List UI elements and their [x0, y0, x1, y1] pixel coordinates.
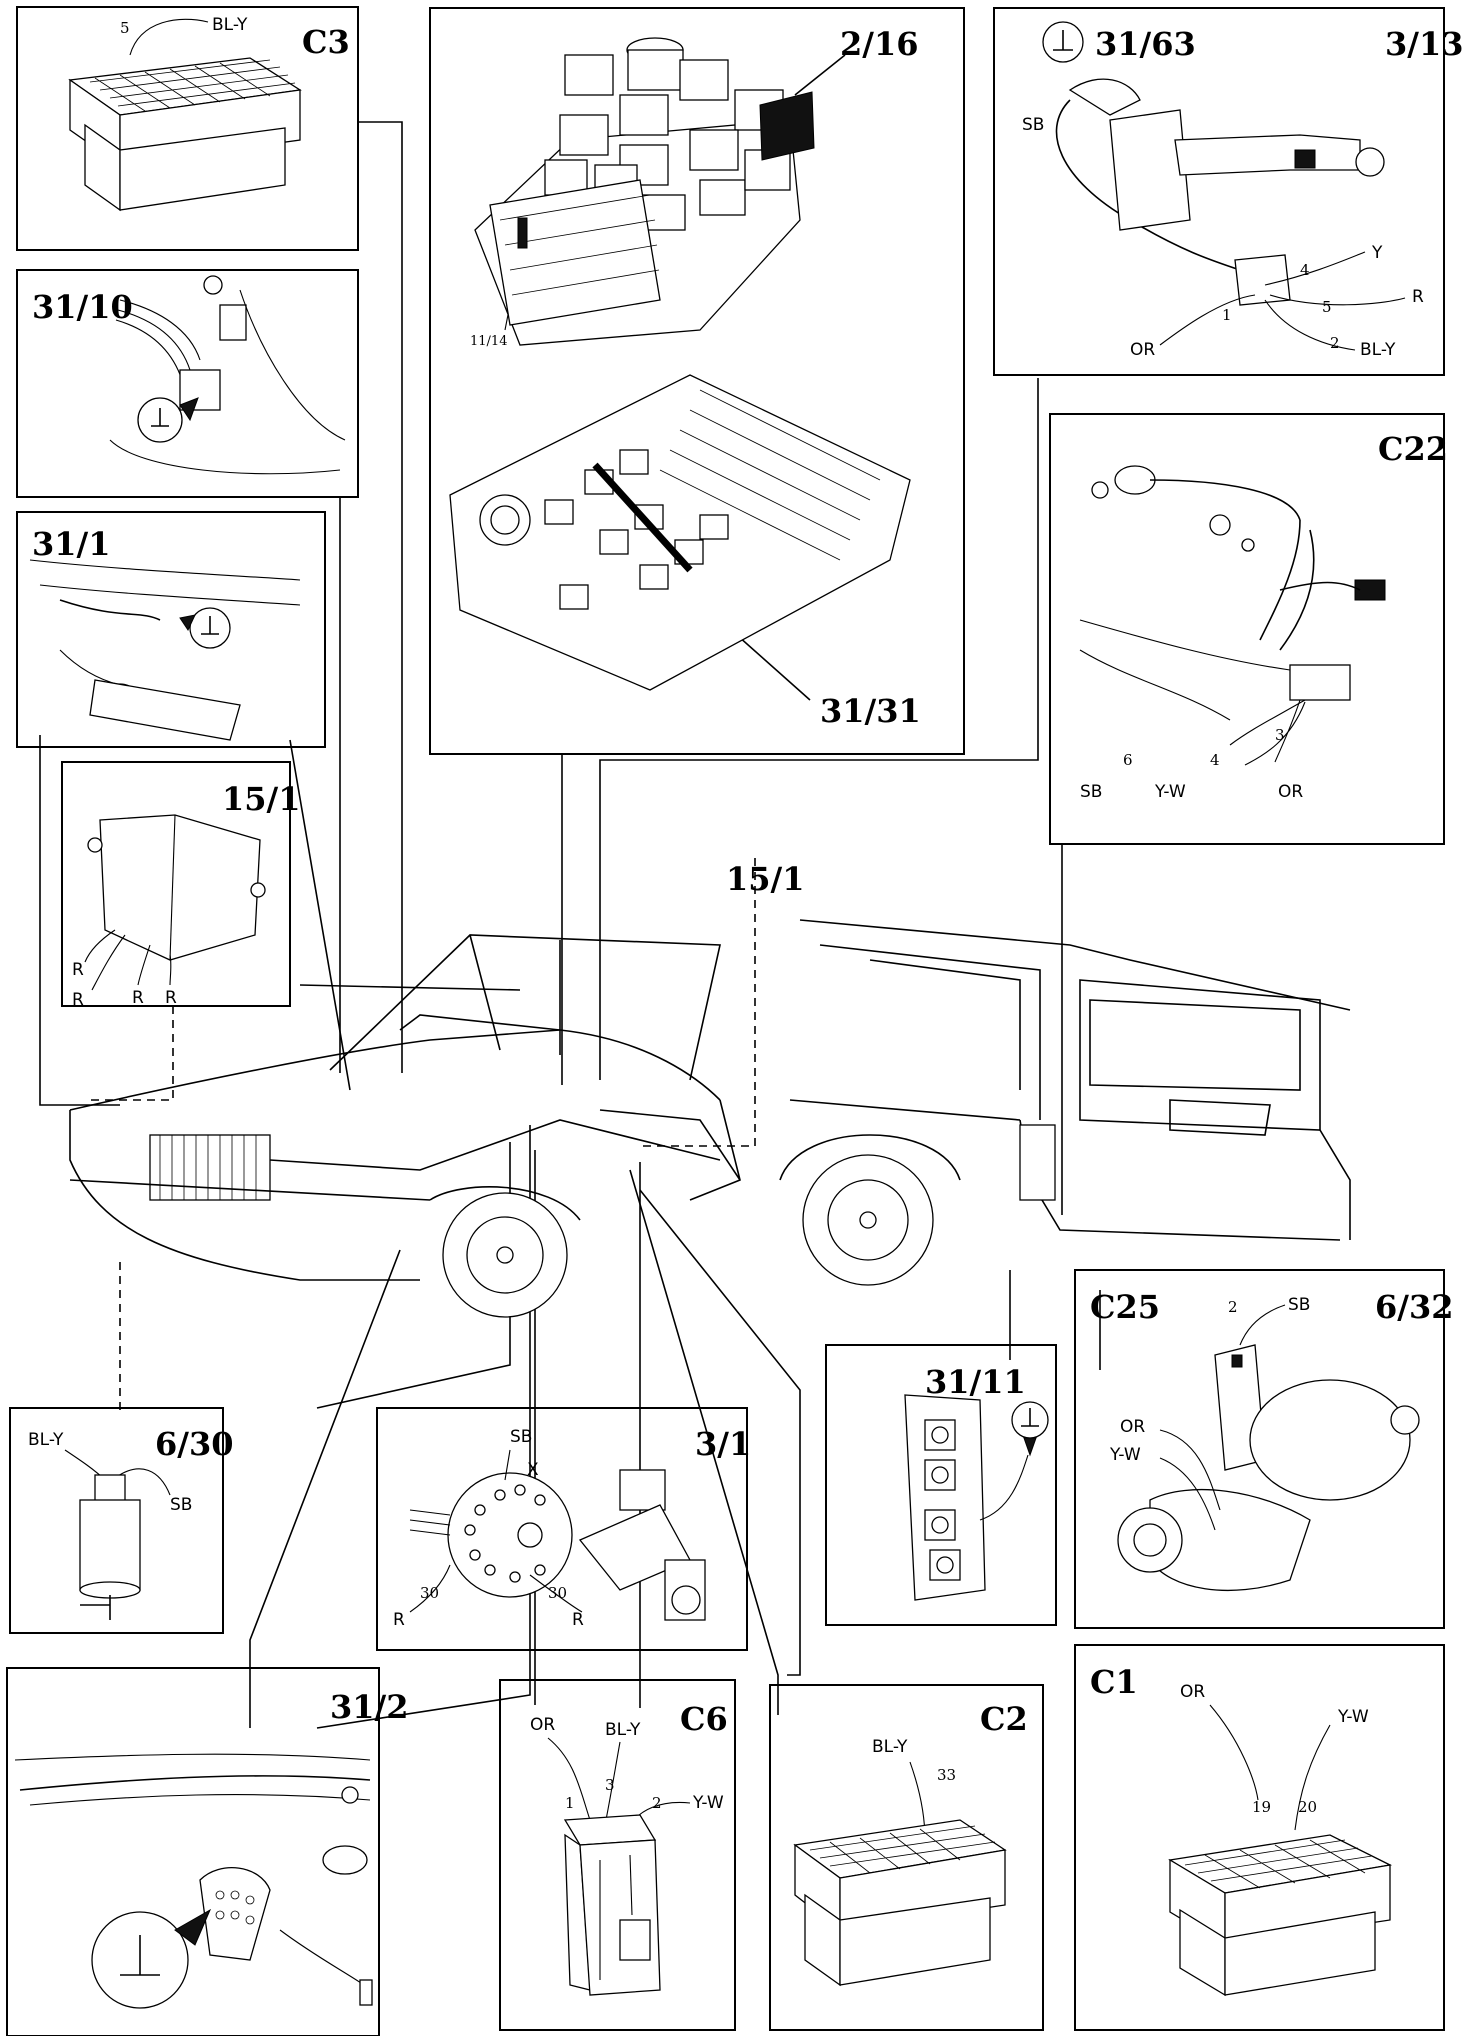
- connector-c1-icon: [1168, 1834, 1393, 1997]
- 3-1-wire-sb: SB: [510, 1427, 532, 1447]
- c1-wire-y-w: Y-W: [1337, 1707, 1369, 1727]
- c6-pin-2: 2: [652, 1794, 662, 1812]
- panel-title-31-2: 31/2: [330, 1688, 408, 1726]
- wire-label-y: Y: [1371, 243, 1383, 263]
- panel-c3: C3 5 BL-Y: [16, 6, 359, 251]
- panel-31-2: 31/2: [6, 1667, 408, 2036]
- ignition-switch-icon: [409, 1472, 573, 1598]
- panel-title-c2: C2: [980, 1700, 1028, 1738]
- pin-label-4: 4: [1300, 261, 1310, 279]
- panel-title-c25: C25: [1090, 1288, 1160, 1326]
- location-label-15-1: 15/1: [726, 860, 804, 898]
- panel-ref-6-32: 6/32: [1375, 1288, 1453, 1326]
- panel-31-1: 31/1: [16, 511, 326, 748]
- panel-3-1: 3/1 SB X 30 30 R R: [376, 1407, 751, 1651]
- wire-label-or: OR: [1130, 340, 1155, 360]
- 3-1-wire-r-left: R: [393, 1610, 405, 1630]
- sedan-front-illustration: [69, 934, 741, 1318]
- c3-wire-label: BL-Y: [212, 15, 248, 35]
- c22-pin-3: 3: [1275, 726, 1285, 744]
- panel-title-31-11: 31/11: [925, 1363, 1026, 1401]
- c25-wire-or: OR: [1120, 1417, 1145, 1437]
- fuse-box-icon: [449, 374, 911, 691]
- c1-pin-20: 20: [1298, 1798, 1317, 1816]
- 6-30-wire-sb: SB: [170, 1495, 192, 1515]
- panel-31-11: 31/11: [825, 1344, 1057, 1626]
- wire-label-r-4: R: [165, 988, 177, 1008]
- wire-label-r-2: R: [72, 990, 84, 1010]
- c22-wire-y-w: Y-W: [1154, 782, 1186, 802]
- wire-label-bl-y: BL-Y: [1360, 340, 1396, 360]
- c22-pin-6: 6: [1123, 751, 1133, 769]
- pin-label-1: 1: [1222, 306, 1232, 324]
- fuse-ref-label: 11/14: [470, 334, 507, 349]
- panel-15-1-control-unit: 15/1 R R R R: [61, 761, 300, 1010]
- panel-c6: C6 OR BL-Y Y-W 1 3 2: [499, 1679, 736, 2031]
- c6-pin-3: 3: [605, 1776, 615, 1794]
- panel-title-c3: C3: [302, 23, 350, 61]
- wire-label-r: R: [1412, 287, 1424, 307]
- c22-wire-or: OR: [1278, 782, 1303, 802]
- stalk-switch-icon: [1055, 78, 1385, 306]
- panel-c1: C1 OR Y-W 19 20: [1074, 1644, 1445, 2031]
- connector-block-icon: [68, 57, 302, 212]
- c6-wire-or: OR: [530, 1715, 555, 1735]
- pin-label-2: 2: [1330, 334, 1340, 352]
- c2-pin-33: 33: [937, 1766, 956, 1784]
- wire-label-r-1: R: [72, 960, 84, 980]
- ground-symbol-icon: [1042, 21, 1084, 63]
- 6-30-wire-bl-y: BL-Y: [28, 1430, 64, 1450]
- pin-label-5: 5: [1322, 298, 1332, 316]
- c25-pin-2: 2: [1228, 1298, 1238, 1316]
- c22-wire-sb: SB: [1080, 782, 1102, 802]
- panel-title-c22: C22: [1378, 430, 1448, 468]
- 3-1-pin-30-right: 30: [548, 1584, 567, 1602]
- panel-31-10: 31/10: [16, 269, 359, 498]
- panel-2-16-31-31: 2/16 11/14 31/31: [429, 7, 965, 755]
- ignition-lock-icon: [578, 1469, 706, 1621]
- panel-title-2-16: 2/16: [840, 25, 918, 63]
- panel-title-c6: C6: [680, 1700, 728, 1738]
- 3-1-wire-r-right: R: [572, 1610, 584, 1630]
- c1-pin-19: 19: [1252, 1798, 1271, 1816]
- panel-c22: C22 6 4 3 SB Y-W OR: [1049, 413, 1448, 845]
- panel-title-6-30: 6/30: [155, 1425, 233, 1463]
- panel-title-3-1: 3/1: [695, 1425, 751, 1463]
- c6-wire-bl-y: BL-Y: [605, 1720, 641, 1740]
- tail-lamp-icon: [904, 1394, 986, 1601]
- panel-title-c1: C1: [1090, 1663, 1138, 1701]
- panel-6-30: 6/30 BL-Y SB: [9, 1407, 233, 1634]
- c1-wire-or: OR: [1180, 1682, 1205, 1702]
- connector-c2-icon: [793, 1819, 1007, 1987]
- control-unit-icon: [87, 814, 266, 961]
- ground-ref-label: 31/63: [1095, 25, 1196, 63]
- wire-label-r-3: R: [132, 988, 144, 1008]
- wagon-rear-illustration: [779, 919, 1351, 1286]
- panel-title-3-13: 3/13: [1385, 25, 1463, 63]
- washer-pump-icon: [79, 1474, 141, 1620]
- panel-c25: C25 6/32 2 SB OR Y-W: [1074, 1269, 1453, 1629]
- panel-3-13: 3/13 31/63 SB 4 Y 5 R 1 OR 2 BL-Y: [993, 7, 1463, 376]
- connector-c6-icon: [563, 1814, 661, 1996]
- 3-1-wire-x: X: [527, 1460, 539, 1480]
- 3-1-pin-30-left: 30: [420, 1584, 439, 1602]
- c22-pin-4: 4: [1210, 751, 1220, 769]
- panel-title-31-1: 31/1: [32, 525, 110, 563]
- relay-box-icon: [474, 37, 846, 346]
- c25-wire-y-w: Y-W: [1109, 1445, 1141, 1465]
- c6-wire-y-w: Y-W: [692, 1793, 724, 1813]
- wire-label-sb: SB: [1022, 115, 1044, 135]
- panel-title-31-31: 31/31: [820, 692, 921, 730]
- panel-title-31-10: 31/10: [32, 288, 133, 326]
- c3-pin-label: 5: [120, 19, 130, 37]
- c6-pin-1: 1: [565, 1794, 575, 1812]
- c25-wire-sb: SB: [1288, 1295, 1310, 1315]
- panel-title-15-1: 15/1: [222, 780, 300, 818]
- wiper-motor-icon: [1117, 1344, 1420, 1591]
- c2-wire-bl-y: BL-Y: [872, 1737, 908, 1757]
- panel-c2: C2 BL-Y 33: [769, 1684, 1044, 2031]
